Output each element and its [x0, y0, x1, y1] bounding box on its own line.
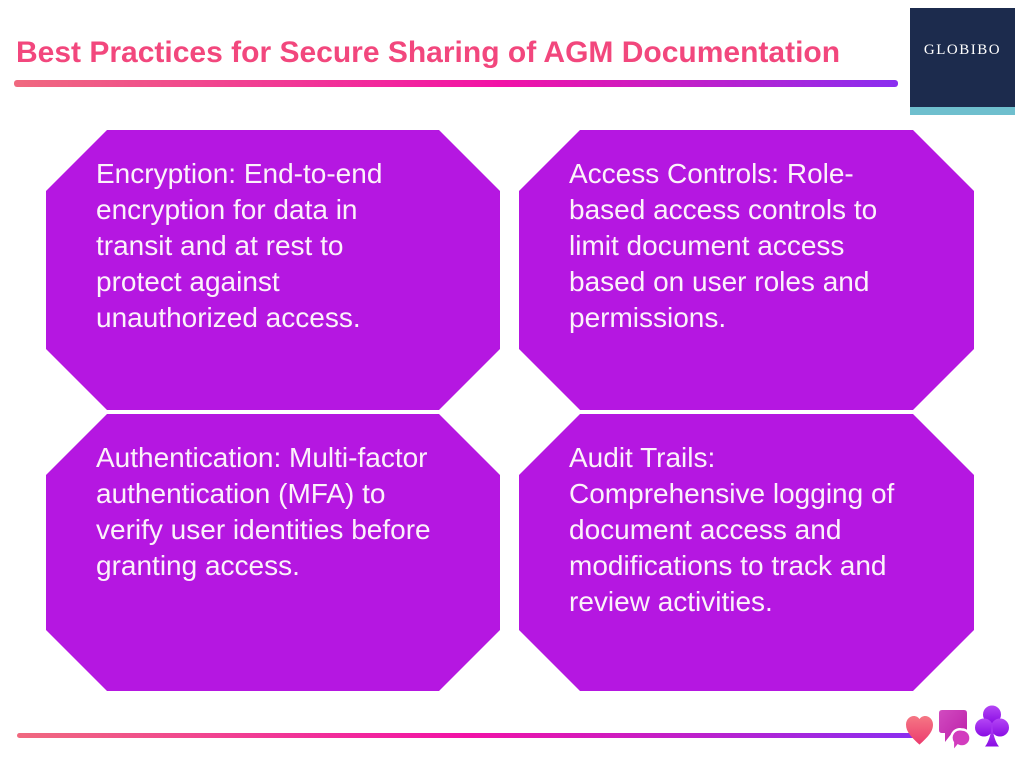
card-authentication-text: Authentication: Multi-factor authenticat… — [96, 442, 431, 581]
card-access-controls-text: Access Controls: Role-based access contr… — [569, 158, 878, 333]
card-authentication: Authentication: Multi-factor authenticat… — [46, 414, 500, 691]
card-audit-trails: Audit Trails: Comprehensive logging of d… — [519, 414, 974, 691]
globibo-logo-accent-strip — [910, 107, 1015, 115]
heart-icon — [906, 715, 933, 745]
club-icon — [975, 705, 1009, 747]
globibo-logo-text: GLOBIBO — [923, 42, 1002, 58]
card-encryption: Encryption: End-to-end encryption for da… — [46, 130, 500, 410]
title-underline — [14, 80, 898, 87]
page-title: Best Practices for Secure Sharing of AGM… — [16, 36, 841, 69]
card-access-controls: Access Controls: Role-based access contr… — [519, 130, 974, 410]
chat-bubbles-icon — [939, 710, 972, 752]
card-audit-trails-text: Audit Trails: Comprehensive logging of d… — [569, 442, 895, 617]
footer-icons — [906, 704, 1016, 754]
globibo-logo: GLOBIBO — [910, 8, 1015, 107]
card-encryption-text: Encryption: End-to-end encryption for da… — [96, 158, 383, 333]
footer-gradient-line — [17, 733, 915, 738]
